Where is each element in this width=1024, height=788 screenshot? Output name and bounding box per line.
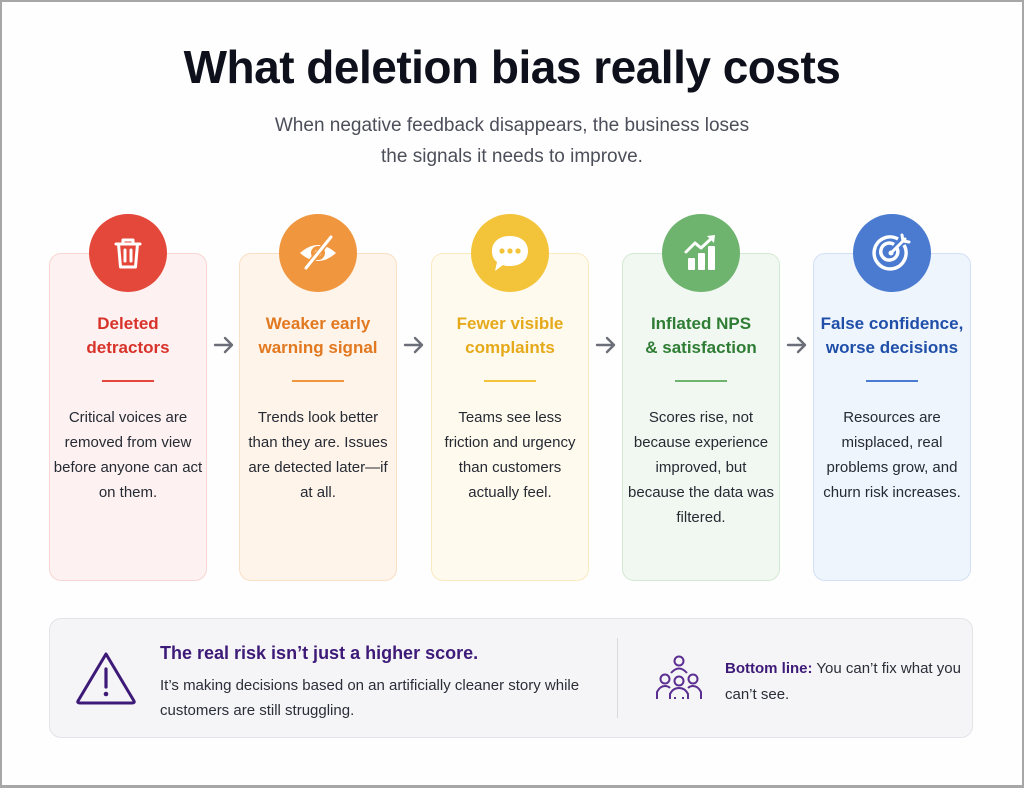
step-divider bbox=[292, 380, 344, 382]
step-description: Resources are misplaced, real problems g… bbox=[823, 409, 961, 501]
step-card bbox=[49, 253, 207, 581]
bottom-line-message: You can’t fix what you can’t see. bbox=[725, 660, 961, 703]
arrow-right-icon bbox=[403, 336, 424, 354]
page-title: What deletion bias really costs bbox=[183, 41, 841, 93]
callout-title: The real risk isn’t just a higher score. bbox=[160, 643, 479, 663]
callout-divider bbox=[617, 638, 618, 718]
team-people-icon bbox=[656, 655, 702, 699]
step-card bbox=[622, 253, 780, 581]
step-icon-badge bbox=[471, 214, 549, 292]
step-divider bbox=[675, 380, 727, 382]
step-card bbox=[239, 253, 397, 581]
step-divider bbox=[866, 380, 918, 382]
callout-body: It’s making decisions based on an artifi… bbox=[160, 677, 580, 719]
bottom-line-text: Bottom line: You can’t fix what you can’… bbox=[725, 656, 965, 708]
step-description: Teams see less friction and urgency than… bbox=[444, 409, 576, 501]
warning-triangle-icon bbox=[76, 652, 136, 705]
growth-chart-icon bbox=[680, 232, 722, 274]
eye-slash-icon bbox=[297, 232, 339, 274]
trash-icon bbox=[108, 233, 148, 273]
chat-bubble-icon bbox=[488, 231, 532, 275]
step-divider bbox=[484, 380, 536, 382]
arrow-right-icon bbox=[213, 336, 234, 354]
step-title: Inflated NPS& satisfaction bbox=[645, 314, 757, 357]
step-description: Scores rise, not because experience impr… bbox=[628, 409, 774, 526]
bottom-line-label: Bottom line: bbox=[725, 660, 813, 677]
target-icon bbox=[870, 231, 914, 275]
page-subtitle: When negative feedback disappears, the b… bbox=[274, 115, 750, 167]
step-icon-badge bbox=[662, 214, 740, 292]
step-description: Critical voices are removed from view be… bbox=[53, 409, 203, 501]
arrow-right-icon bbox=[595, 336, 616, 354]
step-card bbox=[431, 253, 589, 581]
step-icon-badge bbox=[279, 214, 357, 292]
step-icon-badge bbox=[853, 214, 931, 292]
step-title: False confidence,worse decisions bbox=[820, 314, 964, 357]
step-icon-badge bbox=[89, 214, 167, 292]
arrow-right-icon bbox=[786, 336, 807, 354]
step-divider bbox=[102, 380, 154, 382]
risk-callout bbox=[49, 618, 973, 738]
step-description: Trends look better than they are. Issues… bbox=[248, 409, 388, 501]
step-card bbox=[813, 253, 971, 581]
